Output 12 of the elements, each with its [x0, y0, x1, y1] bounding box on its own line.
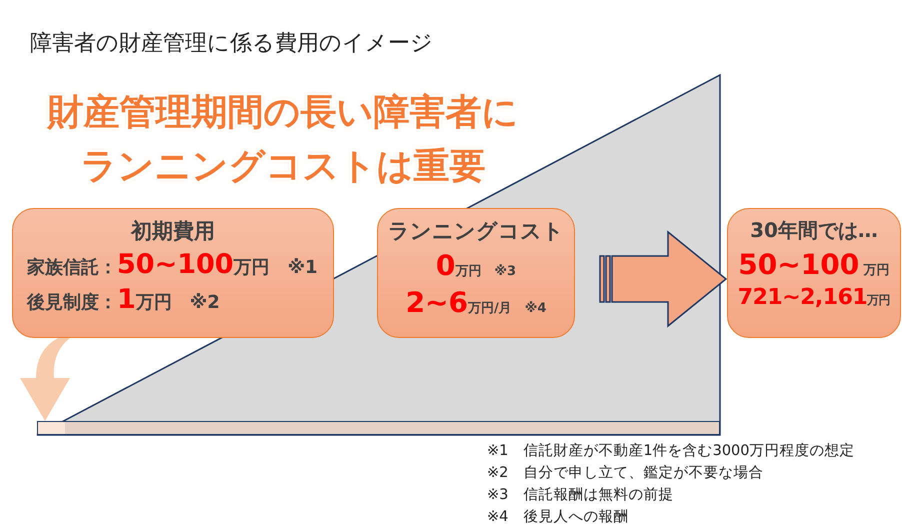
- block-arrow: [20, 338, 70, 421]
- footnote-text: ※1 信託財産が不動産1件を含む3000万円程度の想定: [487, 442, 855, 460]
- cost-box: ランニングコスト 0万円 ※3 2~6万円/月 ※4: [377, 208, 575, 338]
- title-text: 障害者の財産管理に係る費用のイメージ: [30, 30, 433, 58]
- footnote-text: ※3 信託報酬は無料の前提: [487, 486, 674, 504]
- bar-shape: [37, 421, 720, 435]
- cost-box: 初期費用 家族信託：50~100万円 ※1 後見制度：1万円 ※2: [12, 208, 334, 338]
- footnote-text: ※2 自分で申し立て、鑑定が不要な場合: [487, 464, 764, 482]
- cost-box: 30年間では… 50~100 万円 721~2,161万円: [727, 208, 901, 338]
- headline-text: 財産管理期間の長い障害者にランニングコストは重要: [46, 91, 520, 189]
- block-arrow: [599, 230, 728, 328]
- footnote-text: ※4 後見人への報酬: [487, 508, 628, 526]
